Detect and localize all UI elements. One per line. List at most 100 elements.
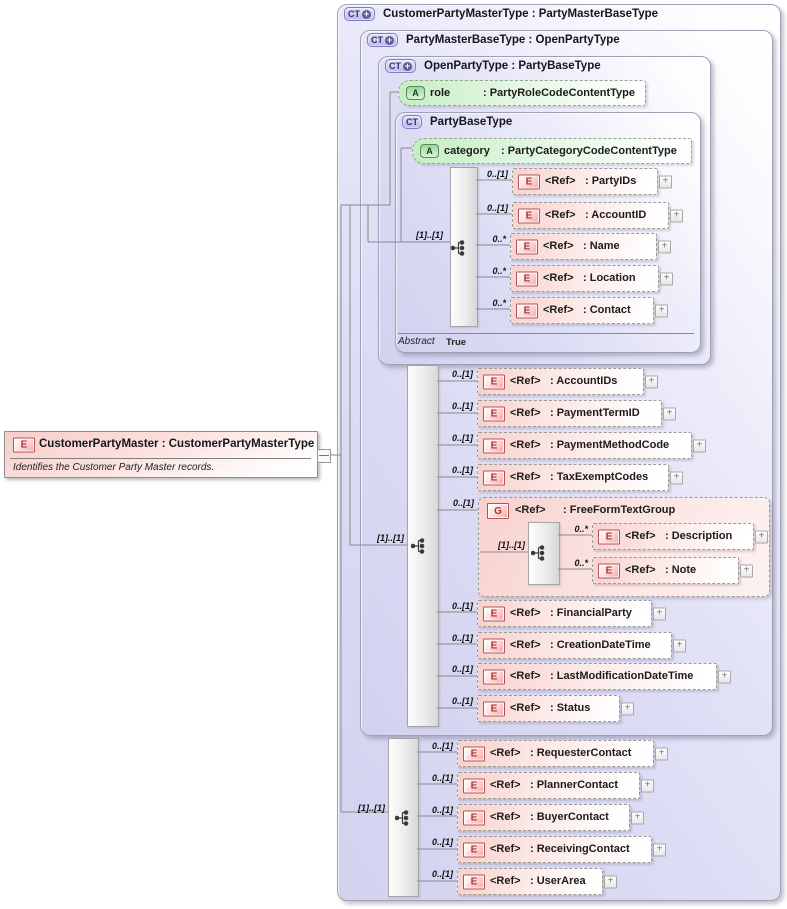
expand-icon[interactable]: + bbox=[653, 843, 666, 856]
expand-icon[interactable]: + bbox=[655, 304, 668, 317]
ref-label: <Ref> bbox=[510, 607, 541, 619]
attribute-type: : PartyRoleCodeContentType bbox=[483, 87, 635, 99]
expand-icon[interactable]: + bbox=[755, 530, 768, 543]
element-partyids[interactable]: 0..[1] E <Ref> : PartyIDs + bbox=[487, 168, 672, 195]
element-paymentmethodcode[interactable]: 0..[1] E <Ref> : PaymentMethodCode + bbox=[452, 432, 706, 459]
abstract-value: True bbox=[446, 337, 467, 348]
attribute-badge-icon: A bbox=[420, 144, 439, 158]
cardinality-label: 0..[1] bbox=[451, 433, 473, 443]
cardinality-label: 0..[1] bbox=[451, 369, 473, 379]
attribute-badge-icon: A bbox=[406, 86, 425, 100]
element-accountid[interactable]: 0..[1] E <Ref> : AccountID + bbox=[487, 202, 683, 229]
attribute-role[interactable]: A role : PartyRoleCodeContentType bbox=[398, 80, 646, 106]
header-openpartytype: CT+ OpenPartyType : PartyBaseType bbox=[385, 59, 601, 73]
ref-label: <Ref> bbox=[510, 375, 541, 387]
derived-plus-icon[interactable]: + bbox=[385, 34, 394, 45]
header-partymasterbasetype: CT+ PartyMasterBaseType : OpenPartyType bbox=[367, 33, 620, 47]
expand-icon[interactable]: + bbox=[670, 209, 683, 222]
element-badge-icon: E bbox=[463, 746, 485, 761]
sequence-icon bbox=[451, 240, 465, 256]
element-creationdatetime[interactable]: 0..[1] E <Ref> : CreationDateTime + bbox=[452, 632, 686, 659]
element-badge-icon: E bbox=[13, 437, 35, 453]
expand-icon[interactable]: + bbox=[693, 439, 706, 452]
element-badge-icon: E bbox=[518, 174, 540, 189]
ref-label: <Ref> bbox=[543, 272, 574, 284]
element-badge-icon: E bbox=[483, 374, 505, 389]
element-name: : ReceivingContact bbox=[530, 843, 630, 855]
attribute-category[interactable]: A category : PartyCategoryCodeContentTyp… bbox=[412, 138, 692, 164]
element-note[interactable]: 0..* E <Ref> : Note + bbox=[574, 557, 753, 584]
element-paymenttermid[interactable]: 0..[1] E <Ref> : PaymentTermID + bbox=[452, 400, 676, 427]
sequence-cardinality: [1]..[1] bbox=[377, 533, 404, 543]
expand-icon[interactable]: + bbox=[718, 670, 731, 683]
expand-icon[interactable]: + bbox=[655, 747, 668, 760]
expand-icon[interactable]: + bbox=[663, 407, 676, 420]
cardinality-label: 0..* bbox=[492, 266, 506, 276]
element-name: : AccountID bbox=[585, 209, 647, 221]
expand-icon[interactable]: + bbox=[604, 875, 617, 888]
attribute-name: category bbox=[444, 145, 490, 157]
element-name[interactable]: 0..* E <Ref> : Name + bbox=[492, 233, 671, 260]
element-contact[interactable]: 0..* E <Ref> : Contact + bbox=[492, 297, 668, 324]
expand-icon[interactable]: + bbox=[670, 471, 683, 484]
root-element-description: Identifies the Customer Party Master rec… bbox=[13, 462, 215, 473]
element-receivingcontact[interactable]: 0..[1] E <Ref> : ReceivingContact + bbox=[432, 836, 666, 863]
ref-label: <Ref> bbox=[543, 240, 574, 252]
expand-icon[interactable]: + bbox=[660, 272, 673, 285]
element-requestercontact[interactable]: 0..[1] E <Ref> : RequesterContact + bbox=[432, 740, 668, 767]
expand-icon[interactable]: + bbox=[641, 779, 654, 792]
element-badge-icon: E bbox=[518, 208, 540, 223]
element-customerpartymaster[interactable]: E CustomerPartyMaster : CustomerPartyMas… bbox=[4, 431, 318, 478]
derived-plus-icon[interactable]: + bbox=[403, 60, 412, 71]
collapse-icon[interactable] bbox=[317, 449, 331, 463]
derived-plus-icon[interactable]: + bbox=[362, 8, 371, 19]
element-lastmodificationdatetime[interactable]: 0..[1] E <Ref> : LastModificationDateTim… bbox=[452, 663, 731, 690]
element-plannercontact[interactable]: 0..[1] E <Ref> : PlannerContact + bbox=[432, 772, 654, 799]
element-description[interactable]: 0..* E <Ref> : Description + bbox=[574, 523, 768, 550]
element-status[interactable]: 0..[1] E <Ref> : Status + bbox=[452, 695, 634, 722]
expand-icon[interactable]: + bbox=[653, 607, 666, 620]
ref-label: <Ref> bbox=[510, 702, 541, 714]
element-name: : LastModificationDateTime bbox=[550, 670, 694, 682]
complex-type-icon: CT+ bbox=[385, 59, 416, 73]
container-title: OpenPartyType : PartyBaseType bbox=[424, 60, 601, 72]
element-name: : Note bbox=[665, 564, 697, 576]
complex-type-icon: CT+ bbox=[344, 7, 375, 21]
element-badge-icon: E bbox=[483, 438, 505, 453]
expand-icon[interactable]: + bbox=[673, 639, 686, 652]
container-title: PartyMasterBaseType : OpenPartyType bbox=[406, 34, 620, 46]
cardinality-label: 0..[1] bbox=[431, 773, 453, 783]
expand-icon[interactable]: + bbox=[631, 811, 644, 824]
element-name: : Contact bbox=[583, 304, 631, 316]
element-badge-icon: E bbox=[483, 701, 505, 716]
cardinality-label: 0..* bbox=[574, 524, 588, 534]
header-customerpartymastertype: CT+ CustomerPartyMasterType : PartyMaste… bbox=[344, 7, 658, 21]
ref-label: <Ref> bbox=[625, 530, 656, 542]
ref-label: <Ref> bbox=[490, 747, 521, 759]
element-badge-icon: E bbox=[516, 303, 538, 318]
element-name: : Status bbox=[550, 702, 591, 714]
container-title: PartyBaseType bbox=[430, 116, 513, 128]
element-taxexemptcodes[interactable]: 0..[1] E <Ref> : TaxExemptCodes + bbox=[452, 464, 683, 491]
element-badge-icon: E bbox=[483, 606, 505, 621]
element-badge-icon: E bbox=[483, 669, 505, 684]
element-name: : PaymentMethodCode bbox=[550, 439, 670, 451]
expand-icon[interactable]: + bbox=[621, 702, 634, 715]
complex-type-icon: CT+ bbox=[367, 33, 398, 47]
element-location[interactable]: 0..* E <Ref> : Location + bbox=[492, 265, 673, 292]
element-financialparty[interactable]: 0..[1] E <Ref> : FinancialParty + bbox=[452, 600, 666, 627]
sequence-bar-customer[interactable] bbox=[388, 738, 419, 897]
expand-icon[interactable]: + bbox=[659, 175, 672, 188]
ref-label: <Ref> bbox=[490, 843, 521, 855]
element-name: : AccountIDs bbox=[550, 375, 618, 387]
expand-icon[interactable]: + bbox=[658, 240, 671, 253]
expand-icon[interactable]: + bbox=[645, 375, 658, 388]
ref-label: <Ref> bbox=[545, 175, 576, 187]
element-accountids[interactable]: 0..[1] E <Ref> : AccountIDs + bbox=[452, 368, 658, 395]
element-buyercontact[interactable]: 0..[1] E <Ref> : BuyerContact + bbox=[432, 804, 644, 831]
element-name: : FinancialParty bbox=[550, 607, 632, 619]
cardinality-label: 0..[1] bbox=[451, 601, 473, 611]
element-name: : Location bbox=[583, 272, 636, 284]
element-userarea[interactable]: 0..[1] E <Ref> : UserArea + bbox=[432, 868, 617, 895]
expand-icon[interactable]: + bbox=[740, 564, 753, 577]
